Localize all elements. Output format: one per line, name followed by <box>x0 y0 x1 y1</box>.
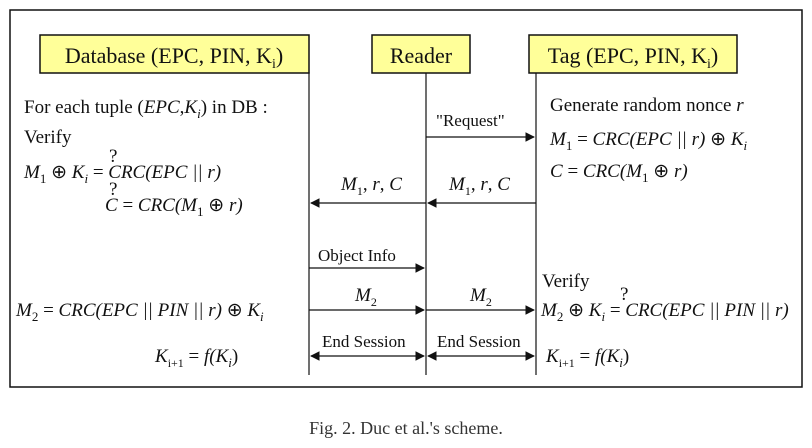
msg-end-session-right: End Session <box>437 332 521 351</box>
tag-compute-c: C = CRC(M1 ⊕ r) <box>550 161 688 185</box>
tag-label: Tag (EPC, PIN, Ki) <box>548 43 718 72</box>
database-label: Database (EPC, PIN, Ki) <box>65 43 283 72</box>
tag-generate-nonce: Generate random nonce r <box>550 95 744 116</box>
msg-m2-reader: M2 <box>469 285 492 309</box>
tag-box: Tag (EPC, PIN, Ki) <box>528 34 738 74</box>
db-verify-c: C = CRC(M1 ⊕ r) <box>105 195 243 219</box>
msg-request: "Request" <box>436 111 505 130</box>
tag-key-update: Ki+1 = f(Ki) <box>545 346 629 370</box>
db-key-update: Ki+1 = f(Ki) <box>154 346 238 370</box>
db-compute-m2: M2 = CRC(EPC || PIN || r) ⊕ Ki <box>15 300 264 324</box>
figure-caption: Fig. 2. Duc et al.'s scheme. <box>309 418 503 438</box>
msg-m1rc-tag: M1, r, C <box>448 174 510 198</box>
db-for-each-tuple: For each tuple (EPC,Ki) in DB : <box>24 97 268 121</box>
tag-verify-label: Verify <box>542 271 590 292</box>
msg-m1rc-reader: M1, r, C <box>340 174 402 198</box>
db-question-mark-2: ? <box>109 179 117 200</box>
tag-question-mark: ? <box>620 284 628 305</box>
diagram-frame <box>9 9 803 388</box>
msg-object-info: Object Info <box>318 246 396 265</box>
database-box: Database (EPC, PIN, Ki) <box>39 34 310 74</box>
db-verify-label: Verify <box>24 127 72 148</box>
db-question-mark-1: ? <box>109 146 117 167</box>
msg-end-session-left: End Session <box>322 332 406 351</box>
reader-box: Reader <box>371 34 471 74</box>
tag-verify-m2: M2 ⊕ Ki = CRC(EPC || PIN || r) <box>540 300 789 324</box>
tag-compute-m1: M1 = CRC(EPC || r) ⊕ Ki <box>549 129 748 153</box>
reader-label: Reader <box>390 43 453 68</box>
msg-m2-db: M2 <box>354 285 377 309</box>
db-verify-m1: M1 ⊕ Ki = CRC(EPC || r) <box>23 162 221 186</box>
